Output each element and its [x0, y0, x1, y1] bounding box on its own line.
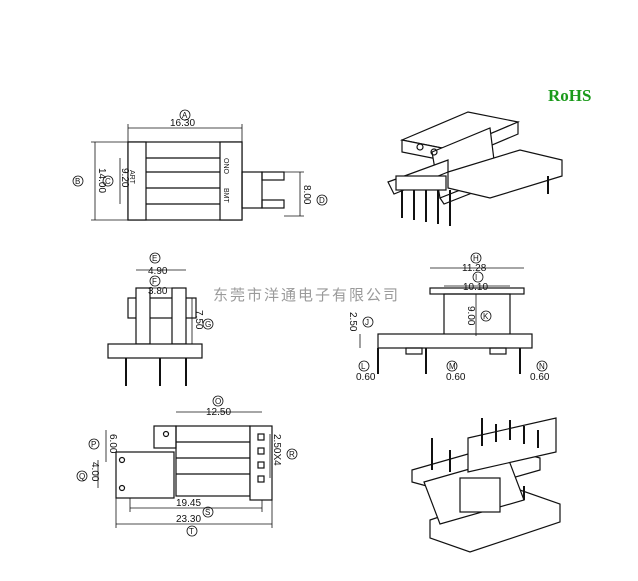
dim-tag-m: M — [449, 362, 456, 371]
dim-value-p: 6.00 — [107, 434, 118, 454]
dim-tag-f: F — [152, 277, 157, 286]
front-view: H 11.28 I 10.10 J 2.50 K 9.00 L 0.60 M 0… — [347, 252, 550, 383]
dim-value-d: 8.00 — [301, 185, 312, 205]
bottom-view: O 12.50 P 6.00 Q 4.00 R 2.50X4 S 19.45 T… — [76, 395, 298, 537]
dim-tag-b: B — [75, 177, 80, 186]
isometric-view-bottom — [411, 417, 561, 553]
pin-label-right-2: BMT — [222, 188, 229, 204]
dim-value-t: 23.30 — [176, 514, 201, 525]
dim-tag-q: Q — [79, 472, 85, 481]
dim-value-n: 0.60 — [530, 372, 550, 383]
top-view: ART ONO BMT A 16.30 B 14.00 C 9.20 D 8.0… — [72, 109, 328, 221]
dim-tag-l: L — [361, 362, 366, 371]
dim-tag-i: I — [475, 273, 477, 282]
dim-value-g: 7.50 — [193, 310, 204, 330]
dim-tag-a: A — [182, 111, 188, 120]
dim-value-m: 0.60 — [446, 372, 466, 383]
dim-tag-j: J — [365, 318, 369, 327]
rohs-box — [540, 80, 608, 110]
dim-tag-s: S — [205, 508, 210, 517]
dim-tag-g: G — [205, 320, 211, 329]
dim-tag-d: D — [319, 196, 325, 205]
dim-tag-p: P — [91, 440, 96, 449]
dim-tag-t: T — [189, 527, 194, 536]
dim-tag-o: O — [215, 397, 221, 406]
side-view: E 4.90 F 3.80 G 7.50 — [107, 252, 214, 386]
rohs-mark: RoHS — [548, 86, 591, 105]
pin-label-right-1: ONO — [222, 158, 229, 175]
dim-tag-e: E — [152, 254, 157, 263]
dim-value-e: 4.90 — [148, 266, 168, 277]
dim-value-s: 19.45 — [176, 498, 201, 509]
dim-value-f: 3.80 — [148, 286, 168, 297]
dim-value-c: 9.20 — [119, 168, 130, 188]
dim-value-q: 4.00 — [89, 462, 100, 482]
dim-value-i: 10.10 — [463, 282, 488, 293]
dim-tag-h: H — [473, 254, 479, 263]
dim-value-h: 11.28 — [462, 263, 487, 274]
dim-value-k: 9.00 — [465, 306, 476, 326]
pin-label-left: ART — [128, 170, 135, 185]
dim-value-o: 12.50 — [206, 407, 231, 418]
dim-value-b: 14.00 — [96, 168, 107, 193]
isometric-view-top — [387, 111, 563, 226]
dim-value-r: 2.50X4 — [271, 434, 282, 466]
dim-value-a: 16.30 — [170, 118, 195, 129]
dim-value-j: 2.50 — [347, 312, 358, 332]
company-watermark: 东莞市洋通电子有限公司 — [213, 286, 400, 304]
dim-tag-c: C — [105, 177, 111, 186]
dim-tag-n: N — [539, 362, 545, 371]
dim-tag-k: K — [483, 312, 489, 321]
dim-tag-r: R — [289, 450, 295, 459]
dim-value-l: 0.60 — [356, 372, 376, 383]
